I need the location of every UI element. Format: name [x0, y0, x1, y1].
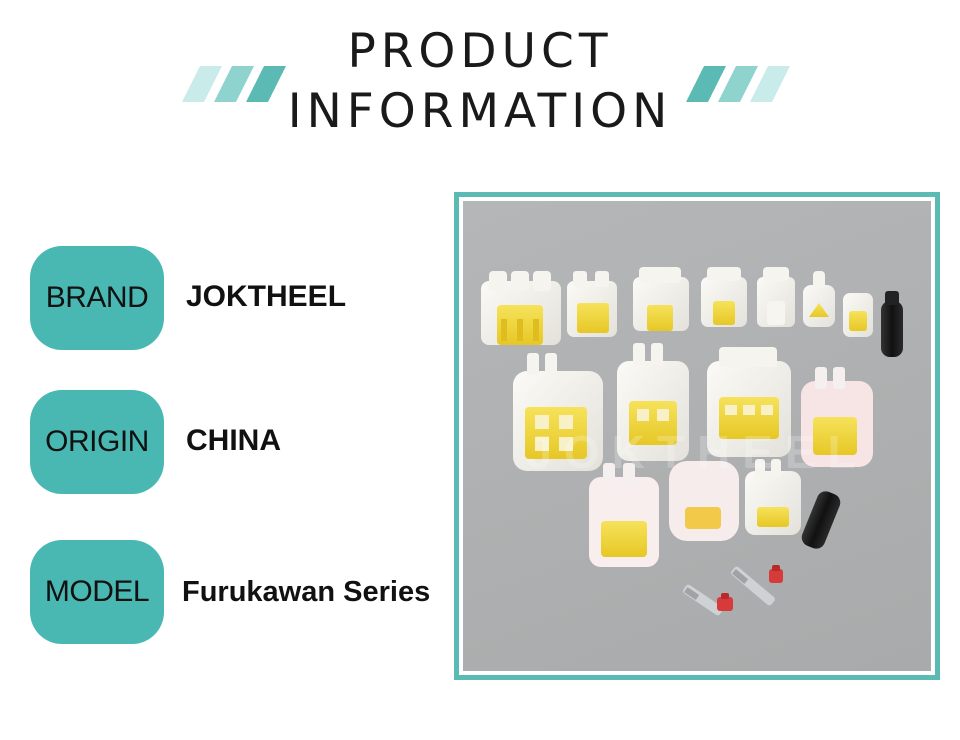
black-end-cap-bottom — [801, 491, 841, 549]
decorative-stripes-right — [686, 66, 806, 102]
model-value: Furukawan Series — [182, 576, 431, 608]
red-rubber-seal-a — [717, 593, 733, 611]
black-end-cap-top — [881, 291, 903, 357]
photo-watermark: JOKTHEEL — [526, 426, 868, 478]
model-badge: MODEL — [30, 540, 164, 644]
connector-6pin-male — [481, 271, 561, 345]
brand-label: BRAND — [45, 281, 149, 314]
connector-3pin-male — [633, 267, 689, 331]
connector-6pin-female-wide — [707, 347, 791, 457]
brand-value: JOKTHEEL — [186, 280, 347, 313]
connector-2pin-female-round — [669, 461, 739, 541]
connector-1pin-male — [803, 271, 835, 327]
origin-badge: ORIGIN — [30, 390, 164, 494]
page-title-line-1: PRODUCT — [347, 24, 613, 79]
red-rubber-seal-b — [769, 565, 783, 583]
model-label: MODEL — [44, 575, 150, 608]
connector-2pin-female-small — [745, 459, 801, 535]
product-photo: JOKTHEEL — [463, 201, 931, 671]
origin-value: CHINA — [186, 424, 281, 457]
decorative-stripes-left — [182, 66, 302, 102]
connector-6pin-female — [513, 353, 603, 471]
connector-4pin-male — [567, 271, 617, 337]
connector-2pin-male-a — [701, 267, 747, 327]
page-title-line-2: INFORMATION — [287, 84, 673, 139]
connector-4pin-female-pink — [801, 367, 873, 467]
connector-2pin-male-b — [757, 267, 795, 327]
connector-4pin-female — [617, 343, 689, 461]
brand-badge: BRAND — [30, 246, 164, 350]
origin-label: ORIGIN — [45, 425, 149, 458]
connector-1pin-small — [843, 293, 873, 337]
product-photo-frame: JOKTHEEL — [454, 192, 940, 680]
connector-2pin-female-tall — [589, 463, 659, 567]
metal-terminal-left — [683, 584, 723, 616]
metal-terminal-right — [731, 566, 775, 606]
